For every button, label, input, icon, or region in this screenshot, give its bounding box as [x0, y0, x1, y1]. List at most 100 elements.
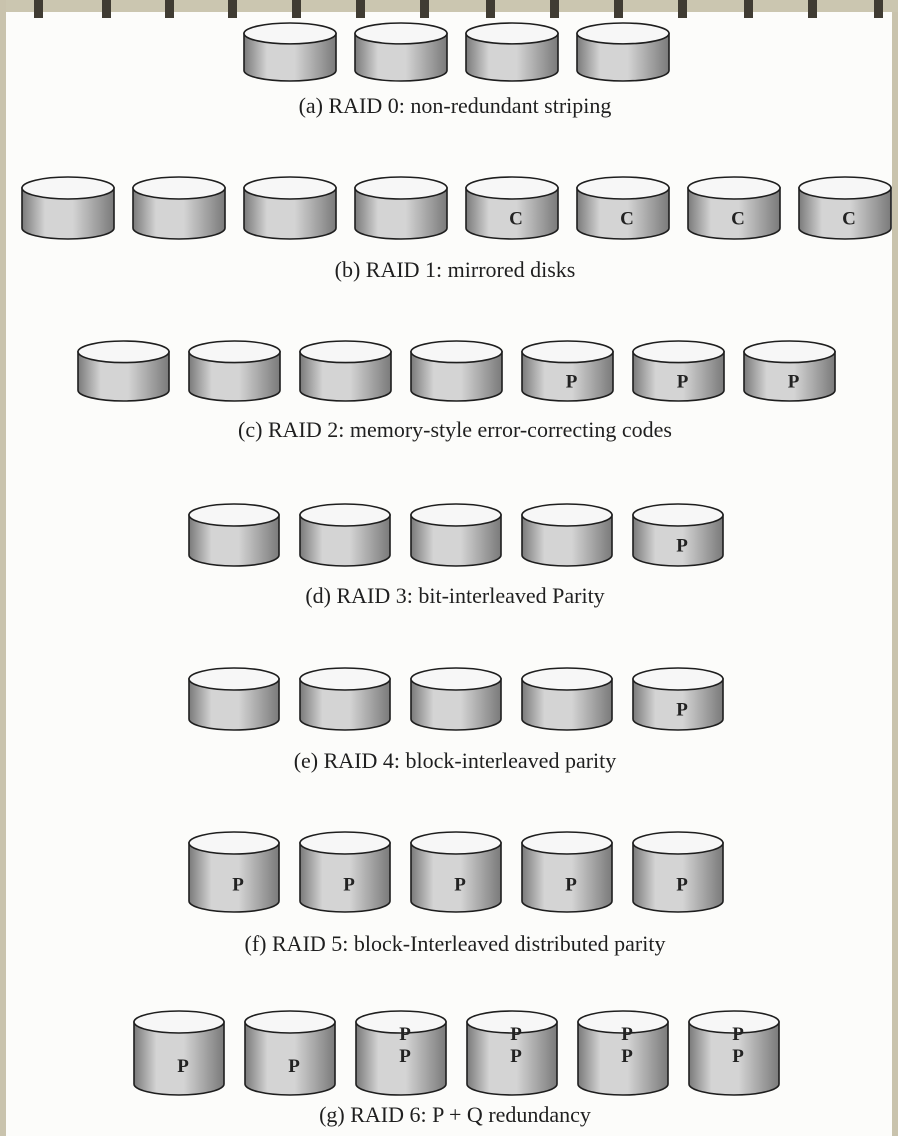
disk-icon [21, 176, 115, 240]
disk-top [410, 667, 502, 691]
parity-mark: P [232, 874, 244, 895]
border-tick [165, 0, 174, 18]
disk-body [632, 514, 724, 567]
border-tick [34, 0, 43, 18]
parity-mark: P [510, 1024, 522, 1045]
parity-mark: P [399, 1024, 411, 1045]
disk-body [188, 514, 280, 567]
disk-icon: P [188, 831, 280, 913]
parity-mark: P [732, 1046, 744, 1067]
parity-mark: P [732, 1024, 744, 1045]
disk-top [576, 176, 670, 200]
disk-icon: P [632, 503, 724, 567]
disk-icon [521, 503, 613, 567]
parity-mark: P [510, 1046, 522, 1067]
raid-level-caption: (g) RAID 6: P + Q redundancy [319, 1102, 591, 1127]
disk-icon [410, 340, 503, 402]
disk-body [355, 1021, 447, 1096]
disk-body [465, 187, 559, 240]
parity-mark: P [621, 1046, 633, 1067]
border-tick [420, 0, 429, 18]
parity-mark: P [676, 874, 688, 895]
disk-top [577, 1010, 669, 1034]
border-tick [614, 0, 623, 18]
border-tick [228, 0, 237, 18]
disk-top [465, 22, 559, 45]
check-disk-mark: C [620, 209, 634, 230]
disk-icon: P [743, 340, 836, 402]
disk-body [243, 187, 337, 240]
disk-icon [299, 667, 391, 731]
parity-mark: P [621, 1024, 633, 1045]
disk-top [354, 22, 448, 45]
raid-level-caption: (c) RAID 2: memory-style error-correctin… [238, 417, 672, 442]
disk-body [521, 351, 614, 402]
disk-top [521, 340, 614, 364]
disk-icon [410, 503, 502, 567]
border-tick [808, 0, 817, 18]
raid-level-caption: (a) RAID 0: non-redundant striping [298, 93, 612, 118]
disk-body [632, 351, 725, 402]
disk-body [299, 842, 391, 913]
disk-body [188, 351, 281, 402]
disk-body [521, 514, 613, 567]
disk-icon: P [632, 831, 724, 913]
disk-icon: C [798, 176, 892, 240]
disk-top [466, 1010, 558, 1034]
disk-body [410, 678, 502, 731]
disk-body [354, 32, 448, 82]
disk-body [243, 32, 337, 82]
parity-mark: P [399, 1046, 411, 1067]
disk-body [133, 1021, 225, 1096]
disk-body [743, 351, 836, 402]
disk-body [244, 1021, 336, 1096]
border-tick [744, 0, 753, 18]
disk-top [299, 503, 391, 527]
disk-body [688, 1021, 780, 1096]
disk-body [632, 842, 724, 913]
raid-level-caption: (e) RAID 4: block-interleaved parity [293, 748, 617, 773]
disk-icon [188, 667, 280, 731]
disk-body [354, 187, 448, 240]
disk-top [410, 831, 502, 855]
raid-level-caption: (b) RAID 1: mirrored disks [334, 257, 576, 282]
disk-icon: P [133, 1010, 225, 1096]
disk-top [410, 340, 503, 364]
disk-top [521, 667, 613, 691]
parity-mark: P [454, 874, 466, 895]
disk-icon [188, 503, 280, 567]
border-tick [678, 0, 687, 18]
disk-body [21, 187, 115, 240]
disk-body [576, 187, 670, 240]
disk-icon [299, 340, 392, 402]
disk-top [188, 503, 280, 527]
disk-icon [354, 176, 448, 240]
disk-icon [243, 22, 337, 82]
disk-top [188, 667, 280, 691]
check-disk-mark: C [842, 209, 856, 230]
disk-icon [132, 176, 226, 240]
border-tick [292, 0, 301, 18]
disk-icon [299, 503, 391, 567]
disk-top [798, 176, 892, 200]
disk-body [299, 678, 391, 731]
disk-icon: C [465, 176, 559, 240]
disk-top [521, 503, 613, 527]
disk-icon: P [632, 667, 724, 731]
border-tick [550, 0, 559, 18]
border-tick [874, 0, 883, 18]
parity-mark: P [566, 371, 578, 392]
disk-body [77, 351, 170, 402]
parity-mark: P [788, 371, 800, 392]
raid-level-caption: (f) RAID 5: block-Interleaved distribute… [244, 931, 666, 956]
disk-body [410, 351, 503, 402]
disk-icon [465, 22, 559, 82]
disk-top [354, 176, 448, 200]
disk-top [632, 667, 724, 691]
disk-top [521, 831, 613, 855]
disk-body [132, 187, 226, 240]
disk-icon: P [521, 340, 614, 402]
